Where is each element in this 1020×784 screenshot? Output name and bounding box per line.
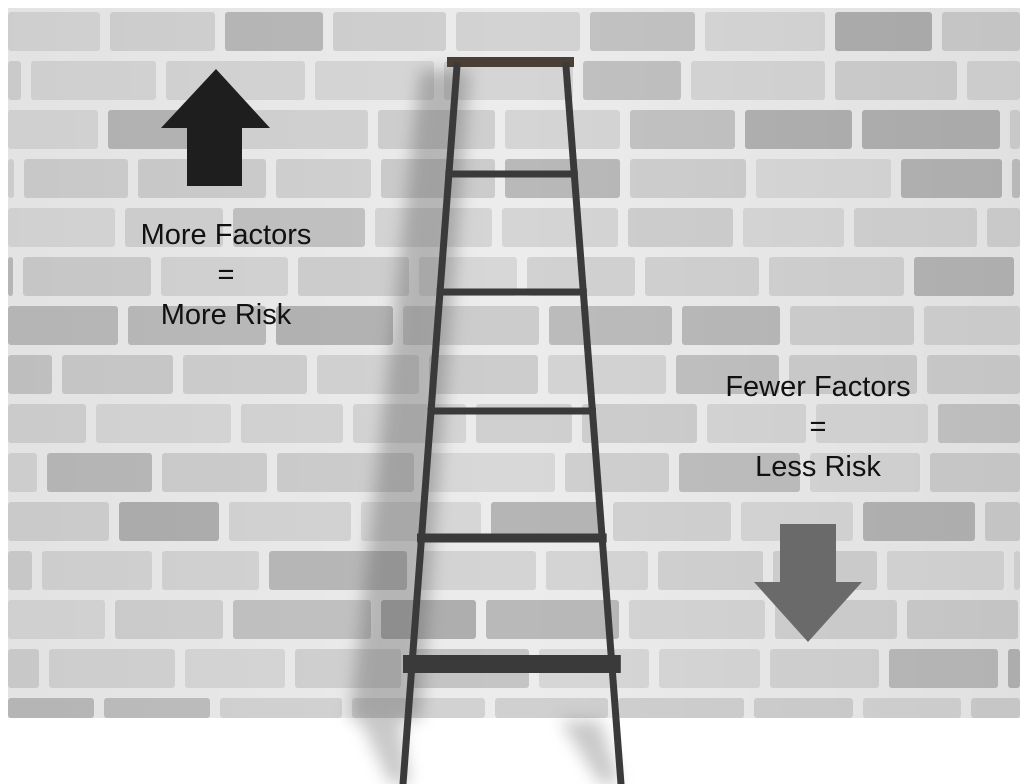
ladder bbox=[399, 57, 625, 784]
brick-wall bbox=[8, 8, 1020, 718]
caption-more-line3: More Risk bbox=[160, 299, 292, 331]
caption-fewer-equals: = bbox=[809, 411, 827, 443]
fewer-factors-caption: Fewer Factors = Less Risk bbox=[688, 367, 948, 487]
caption-more-equals: = bbox=[217, 259, 235, 291]
caption-fewer-line1: Fewer Factors bbox=[725, 371, 911, 403]
caption-fewer-line3: Less Risk bbox=[755, 451, 881, 483]
arrow-down-icon bbox=[754, 524, 862, 642]
ladder-shadow bbox=[350, 70, 620, 784]
more-factors-caption: More Factors = More Risk bbox=[96, 215, 356, 335]
ladder-top-cap bbox=[447, 57, 574, 67]
arrow-up-icon bbox=[161, 69, 270, 186]
caption-more-line1: More Factors bbox=[140, 219, 312, 251]
